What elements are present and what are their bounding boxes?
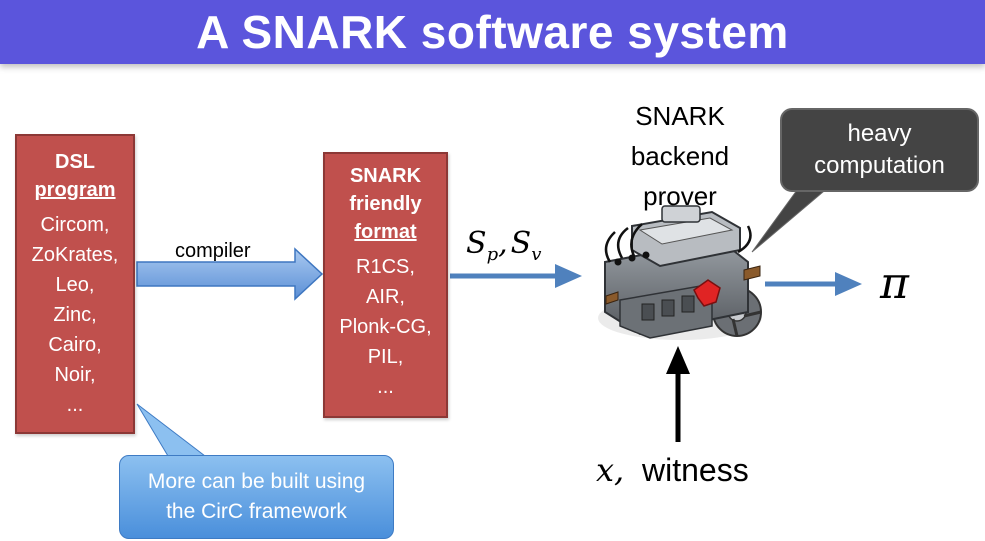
- list-item: ...: [377, 376, 394, 398]
- engine-icon: [598, 205, 762, 340]
- list-item: Noir,: [54, 364, 96, 386]
- heavy-callout-tail: [751, 185, 832, 253]
- callout-line2: computation: [814, 152, 945, 179]
- callout-line1: heavy: [847, 120, 912, 147]
- params-arrow: [450, 264, 582, 288]
- header-bar: A SNARK software system: [0, 0, 985, 64]
- list-item: ...: [66, 394, 84, 416]
- heavy-computation-callout: heavy computation: [780, 108, 979, 192]
- dsl-list: Circom, ZoKrates, Leo, Zinc, Cairo, Noir…: [17, 210, 133, 420]
- witness-text: witness: [642, 452, 749, 488]
- dsl-title-line1: DSL: [55, 151, 95, 173]
- witness-arrow: [666, 346, 690, 442]
- proof-arrow: [765, 272, 862, 296]
- circ-callout-tail: [136, 403, 207, 457]
- list-item: PIL,: [367, 346, 404, 368]
- compiler-arrow: [136, 247, 324, 301]
- circ-callout: More can be built using the CirC framewo…: [119, 455, 394, 539]
- format-title-line1: SNARK: [349, 165, 422, 187]
- compiler-label: compiler: [175, 240, 251, 262]
- backend-label-line3: prover: [643, 181, 717, 211]
- format-title-line2: friendly: [349, 193, 422, 215]
- list-item: AIR,: [366, 286, 405, 308]
- callout-line1: More can be built using: [147, 470, 366, 493]
- backend-label-line1: SNARK: [635, 101, 725, 131]
- list-item: ZoKrates,: [31, 244, 119, 266]
- dsl-program-box: DSL program Circom, ZoKrates, Leo, Zinc,…: [15, 134, 135, 434]
- dsl-title-line2: program: [34, 179, 116, 201]
- witness-label: x, witness: [596, 451, 749, 489]
- list-item: R1CS,: [356, 256, 415, 278]
- proof-label: π: [880, 258, 909, 309]
- snark-format-box: SNARK friendly format R1CS, AIR, Plonk-C…: [323, 152, 448, 418]
- backend-label: SNARK backend prover: [600, 96, 760, 216]
- list-item: Plonk-CG,: [339, 316, 432, 338]
- list-item: Circom,: [40, 214, 110, 236]
- format-list: R1CS, AIR, Plonk-CG, PIL, ...: [325, 252, 446, 402]
- x-symbol: x,: [596, 451, 625, 489]
- list-item: Leo,: [55, 274, 95, 296]
- callout-line2: the CirC framework: [166, 500, 347, 523]
- list-item: Zinc,: [53, 304, 97, 326]
- format-title-line3: format: [354, 221, 417, 243]
- params-label: Sp, Sv: [466, 226, 542, 265]
- list-item: Cairo,: [48, 334, 102, 356]
- backend-label-line2: backend: [630, 141, 730, 171]
- page-title: A SNARK software system: [196, 6, 789, 58]
